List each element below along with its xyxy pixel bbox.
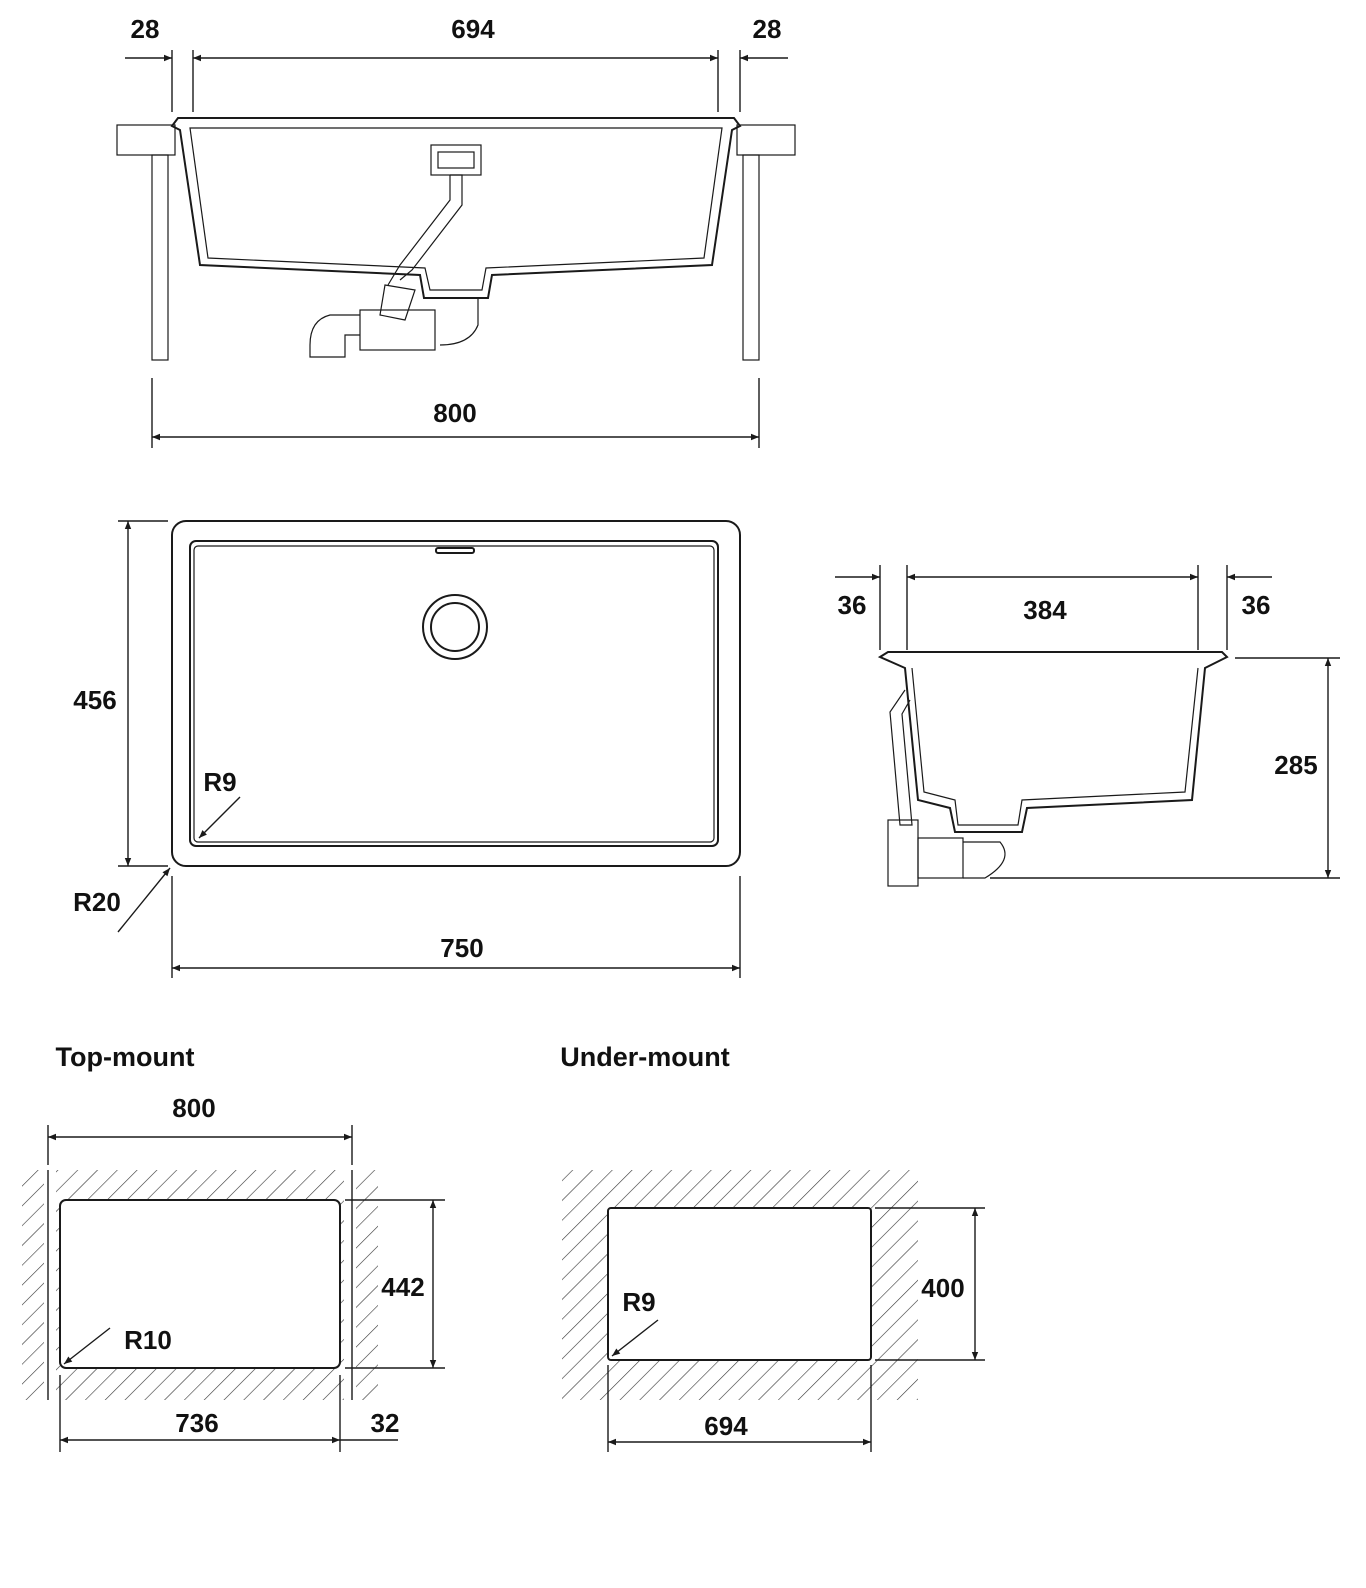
dim-left-flange: 28 <box>131 14 160 44</box>
cabinet-wall-left <box>151 154 169 361</box>
label-inner-radius: R9 <box>203 767 236 797</box>
sink-bowl-inner <box>189 127 723 291</box>
sink-bowl-outline <box>170 117 742 299</box>
top-mount-cutout: Top-mount 800 442 R10 736 32 <box>22 1042 445 1452</box>
under-mount-cutout: Under-mount 400 R9 694 <box>560 1042 985 1452</box>
dim-overall-width: 800 <box>433 398 476 428</box>
dim-top-mount-width: 736 <box>175 1408 218 1438</box>
pipe-connector <box>379 284 416 321</box>
overflow-slot <box>435 547 475 554</box>
trap-nut <box>359 309 436 351</box>
countertop-left <box>116 124 176 156</box>
side-view: 36 384 36 285 <box>835 565 1340 887</box>
front-view: 28 694 28 800 <box>116 14 796 448</box>
label-outer-radius: R20 <box>73 887 121 917</box>
top-mount-title: Top-mount <box>56 1042 195 1072</box>
drain-trap <box>435 297 479 346</box>
outlet-elbow <box>309 314 360 358</box>
dim-top-mount-margin: 32 <box>371 1408 400 1438</box>
top-mount-cutout-rect <box>59 1199 341 1369</box>
dim-side-inner-depth: 384 <box>1023 595 1067 625</box>
side-overflow-pipe <box>889 689 913 826</box>
countertop-hatch <box>22 1170 378 1400</box>
dim-under-mount-width: 694 <box>704 1411 748 1441</box>
overflow-pipe <box>387 174 463 286</box>
countertop-hatch <box>562 1170 918 1400</box>
dim-right-flange: 28 <box>753 14 782 44</box>
drain-hole <box>422 594 488 660</box>
dim-height: 285 <box>1274 750 1317 780</box>
dim-top-mount-depth: 442 <box>381 1272 424 1302</box>
top-view: 456 R9 R20 750 <box>73 520 741 978</box>
dim-side-left-flange: 36 <box>838 590 867 620</box>
sink-bowl <box>189 540 719 847</box>
dim-under-mount-depth: 400 <box>921 1273 964 1303</box>
dim-depth: 456 <box>73 685 116 715</box>
dim-side-right-flange: 36 <box>1242 590 1271 620</box>
side-trap <box>887 819 919 887</box>
cabinet-wall-right <box>742 154 760 361</box>
dim-top-mount-overall: 800 <box>172 1093 215 1123</box>
side-bowl-outline <box>877 651 1229 833</box>
under-mount-title: Under-mount <box>560 1042 729 1072</box>
countertop-right <box>736 124 796 156</box>
dim-inner-width: 694 <box>451 14 495 44</box>
under-mount-cutout-rect <box>607 1207 872 1361</box>
dim-width: 750 <box>440 933 483 963</box>
label-top-mount-radius: R10 <box>124 1325 172 1355</box>
label-under-mount-radius: R9 <box>622 1287 655 1317</box>
sink-outer-rim <box>171 520 741 867</box>
